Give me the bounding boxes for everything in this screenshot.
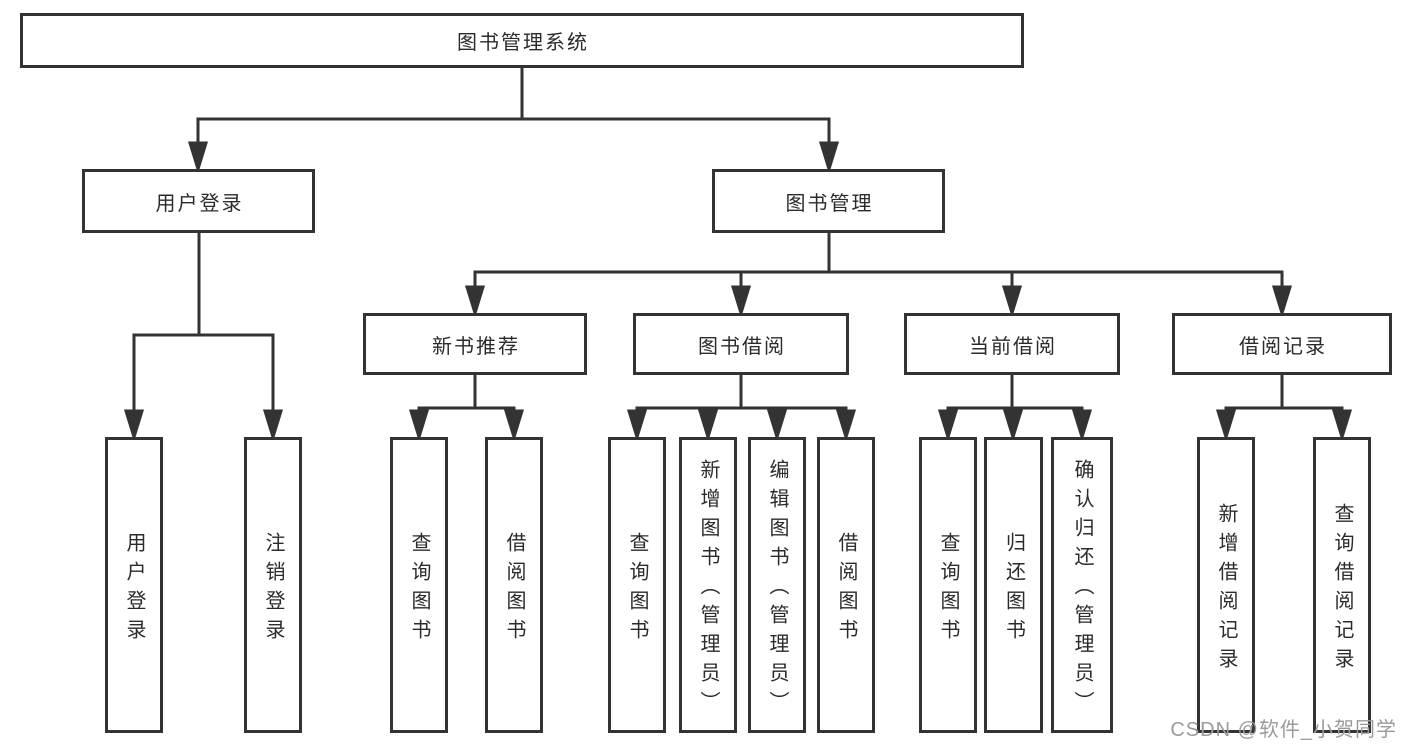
node-borrow-records: 借阅记录 <box>1172 313 1392 375</box>
leaf-query-borrow-record: 查询借阅记录 <box>1313 437 1371 733</box>
branch-book-borrow-children <box>626 373 857 443</box>
leaf-borrow-book: 借阅图书 <box>817 437 875 733</box>
node-library-management-system: 图书管理系统 <box>20 13 1024 68</box>
node-label: 编辑图书（管理员） <box>766 459 788 720</box>
branch-user-login-children <box>123 231 284 443</box>
node-new-book-recommend: 新书推荐 <box>363 313 587 375</box>
branch-current-borrow-children <box>937 373 1093 443</box>
node-label: 借阅记录 <box>1239 335 1327 358</box>
leaf-query-book-borrow: 查询图书 <box>608 437 666 733</box>
node-label: 借阅图书 <box>503 531 525 648</box>
node-label: 图书借阅 <box>698 335 786 358</box>
leaf-confirm-return-admin: 确认归还（管理员） <box>1051 437 1113 733</box>
arrow-down-icon <box>937 409 959 443</box>
node-label: 用户登录 <box>123 531 145 648</box>
arrow-down-icon <box>835 409 857 443</box>
arrow-down-icon <box>697 409 719 443</box>
branch-borrow-records-children <box>1215 373 1353 443</box>
node-label: 查询借阅记录 <box>1331 502 1353 677</box>
leaf-query-book-current: 查询图书 <box>919 437 977 733</box>
leaf-borrow-book-recommend: 借阅图书 <box>485 437 543 733</box>
arrow-down-icon <box>1331 409 1353 443</box>
arrow-down-icon <box>1002 409 1024 443</box>
node-label: 查询图书 <box>626 531 648 648</box>
node-book-management: 图书管理 <box>712 169 945 233</box>
arrow-down-icon <box>262 409 284 443</box>
branch-root-to-level2 <box>187 66 840 175</box>
arrow-down-icon <box>464 285 486 319</box>
node-user-login: 用户登录 <box>82 169 315 233</box>
node-label: 注销登录 <box>262 531 284 648</box>
node-book-borrow: 图书借阅 <box>633 313 849 375</box>
node-label: 借阅图书 <box>835 531 857 648</box>
node-label: 图书管理系统 <box>457 32 589 54</box>
node-current-borrow: 当前借阅 <box>904 313 1120 375</box>
node-label: 用户登录 <box>155 192 244 215</box>
leaf-edit-book-admin: 编辑图书（管理员） <box>748 437 806 733</box>
node-label: 新书推荐 <box>432 335 520 358</box>
leaf-return-book: 归还图书 <box>984 437 1043 733</box>
node-label: 查询图书 <box>937 531 959 648</box>
arrow-down-icon <box>1215 409 1237 443</box>
node-label: 当前借阅 <box>969 335 1057 358</box>
leaf-query-book-recommend: 查询图书 <box>390 437 448 733</box>
node-label: 查询图书 <box>408 531 430 648</box>
arrow-down-icon <box>766 409 788 443</box>
arrow-down-icon <box>626 409 648 443</box>
arrow-down-icon <box>1271 285 1293 319</box>
node-label: 新增图书（管理员） <box>697 459 719 720</box>
node-label: 确认归还（管理员） <box>1071 459 1093 720</box>
arrow-down-icon <box>1071 409 1093 443</box>
arrow-down-icon <box>123 409 145 443</box>
arrow-down-icon <box>408 409 430 443</box>
leaf-add-book-admin: 新增图书（管理员） <box>679 437 737 733</box>
arrow-down-icon <box>818 141 840 175</box>
node-label: 图书管理 <box>785 192 874 215</box>
leaf-logout-login: 注销登录 <box>244 437 302 733</box>
branch-new-book-recommend-children <box>408 373 525 443</box>
arrow-down-icon <box>187 141 209 175</box>
arrow-down-icon <box>1001 285 1023 319</box>
leaf-user-login: 用户登录 <box>105 437 163 733</box>
leaf-add-borrow-record: 新增借阅记录 <box>1197 437 1255 733</box>
node-label: 归还图书 <box>1002 531 1025 648</box>
node-label: 新增借阅记录 <box>1215 502 1237 677</box>
branch-book-management-children <box>464 231 1293 319</box>
watermark: CSDN @软件_小贺同学 <box>1170 719 1397 741</box>
arrow-down-icon <box>730 285 752 319</box>
arrow-down-icon <box>503 409 525 443</box>
